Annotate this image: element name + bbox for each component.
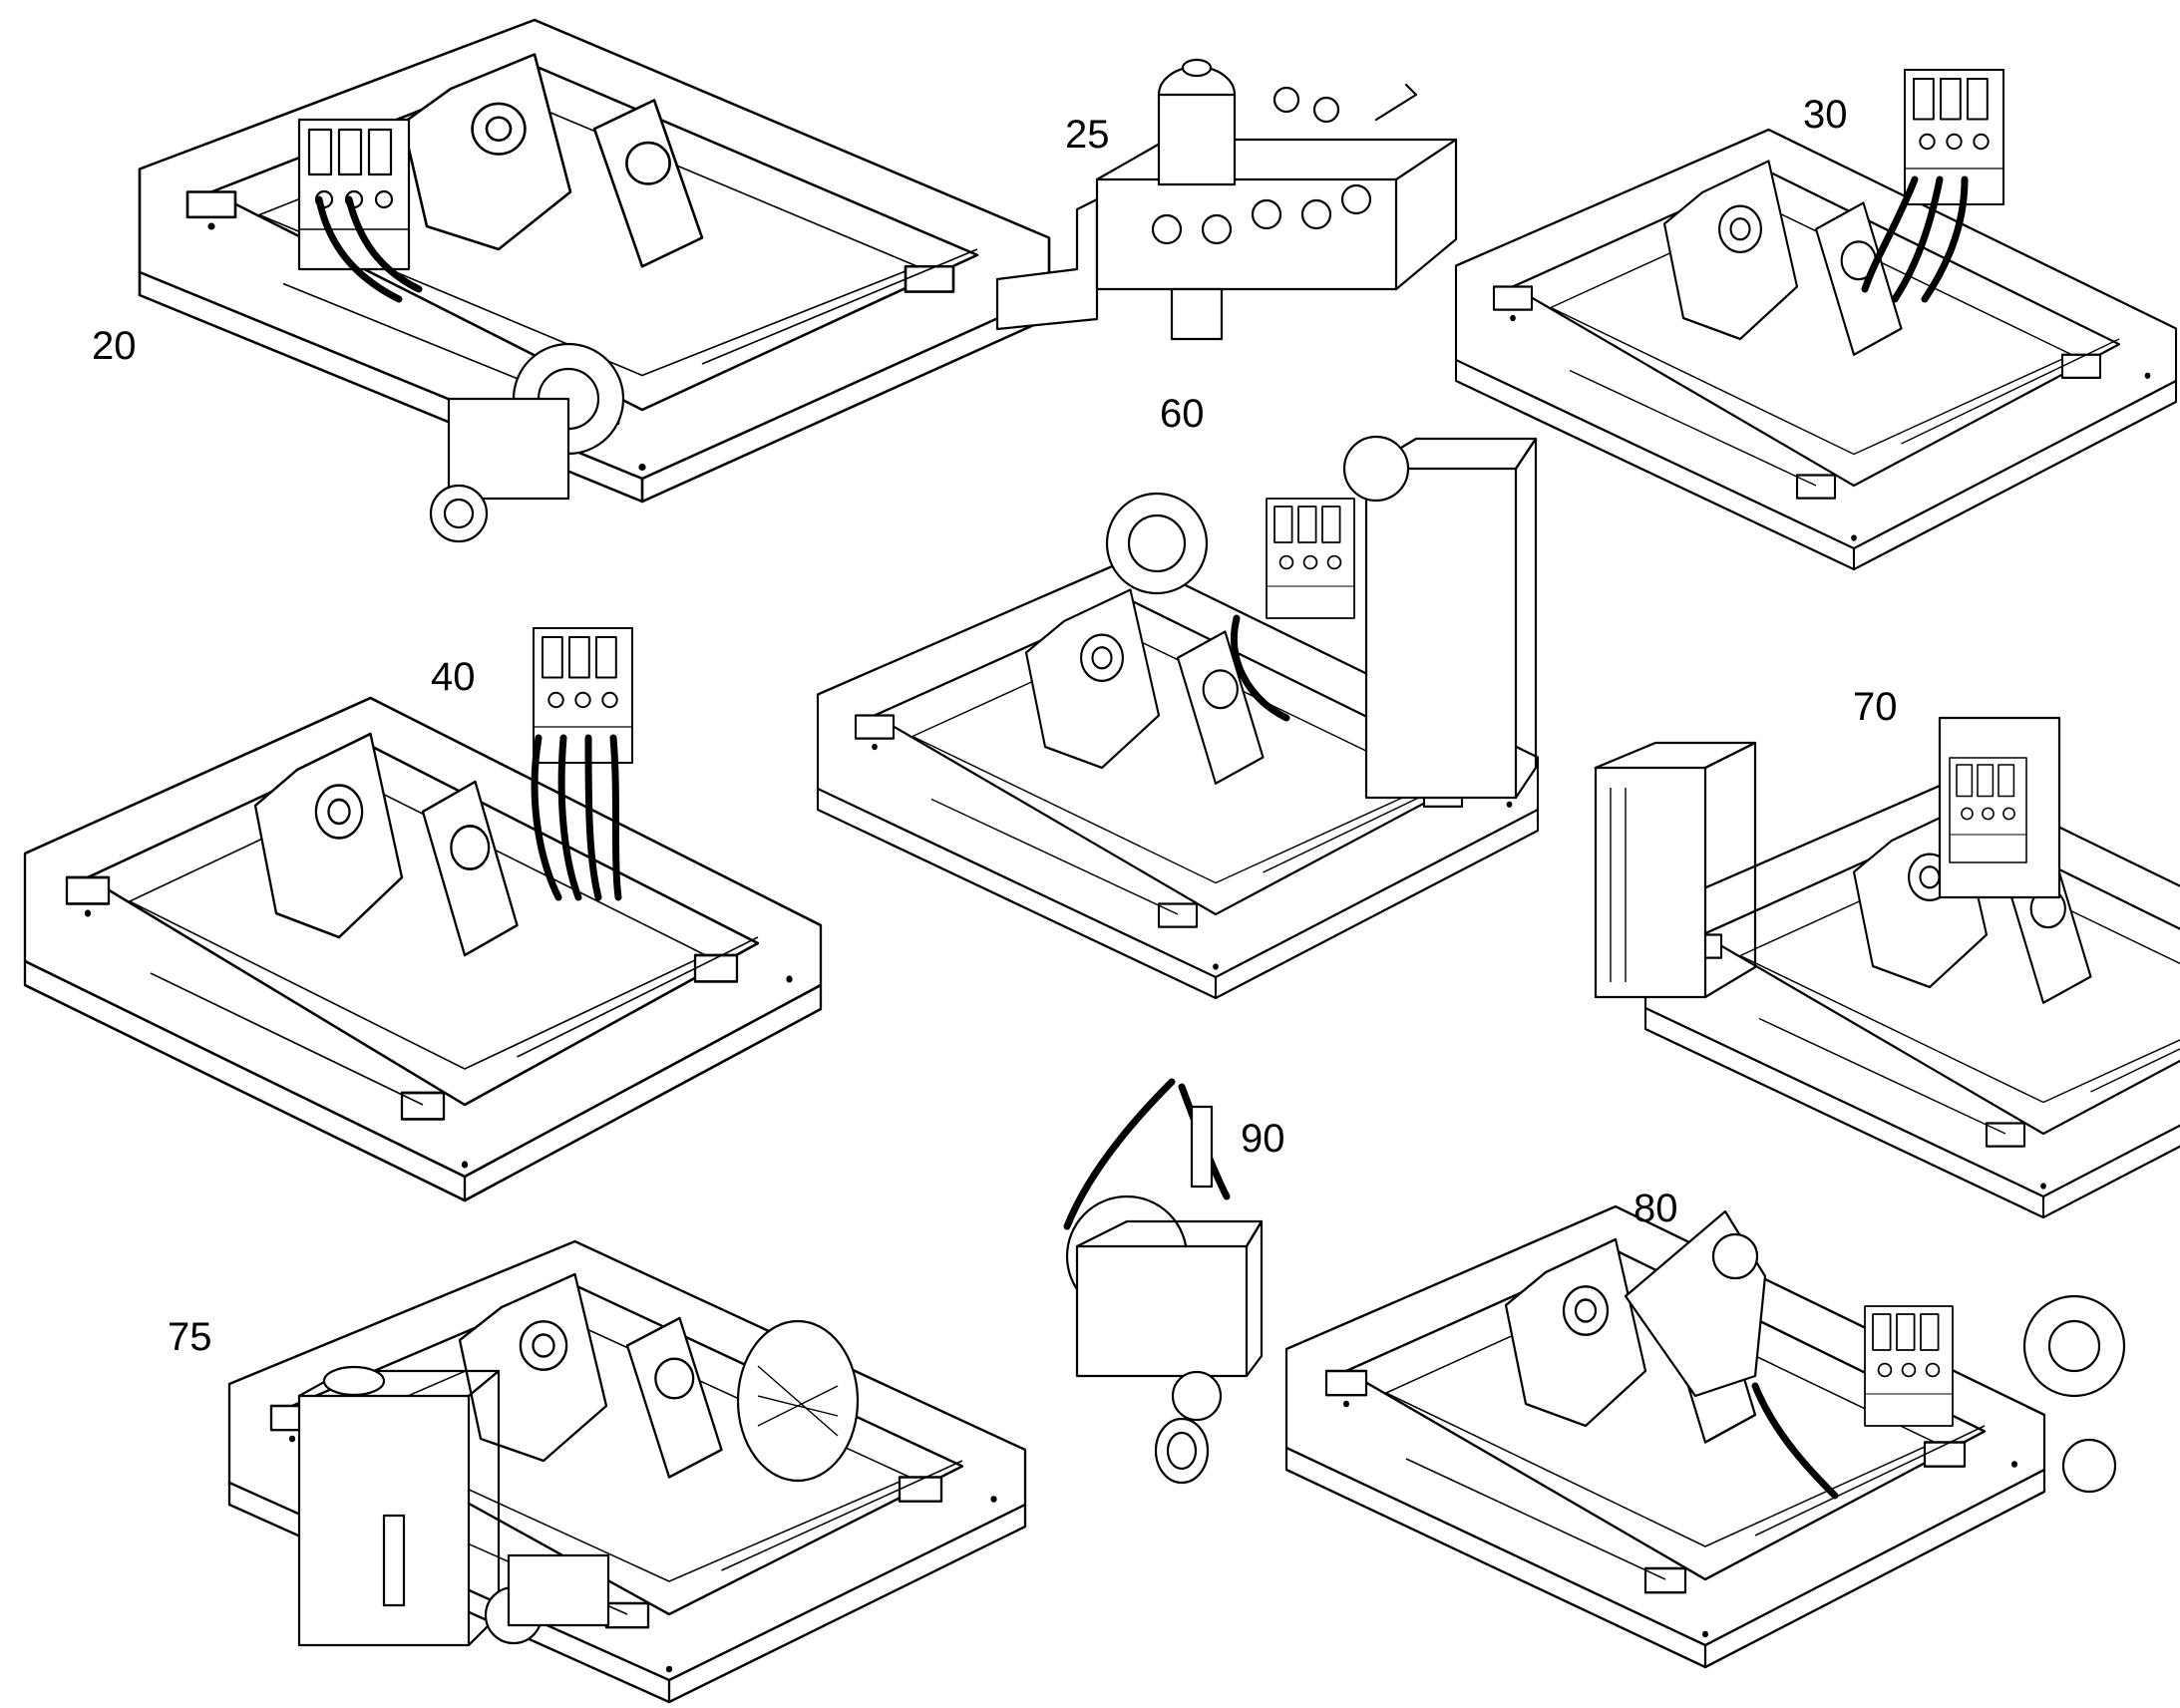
callout-75: 75 <box>168 1315 212 1359</box>
callout-20: 20 <box>92 324 137 368</box>
assembly-75 <box>227 1239 1027 1704</box>
assembly-40 <box>23 627 823 1202</box>
callout-70: 70 <box>1853 685 1898 729</box>
assembly-30 <box>1454 69 2178 571</box>
callout-40: 40 <box>431 655 476 699</box>
assembly-90 <box>1063 1078 1264 1485</box>
callout-60: 60 <box>1160 392 1205 436</box>
callout-80: 80 <box>1634 1187 1678 1230</box>
assembly-60 <box>816 435 1540 1000</box>
assembly-70 <box>1594 716 2180 1219</box>
assembly-25 <box>995 58 1458 341</box>
assembly-20 <box>138 18 1051 543</box>
callout-30: 30 <box>1803 93 1848 137</box>
callout-90: 90 <box>1241 1117 1285 1161</box>
assembly-80 <box>1284 1204 2126 1669</box>
callout-25: 25 <box>1065 113 1110 157</box>
